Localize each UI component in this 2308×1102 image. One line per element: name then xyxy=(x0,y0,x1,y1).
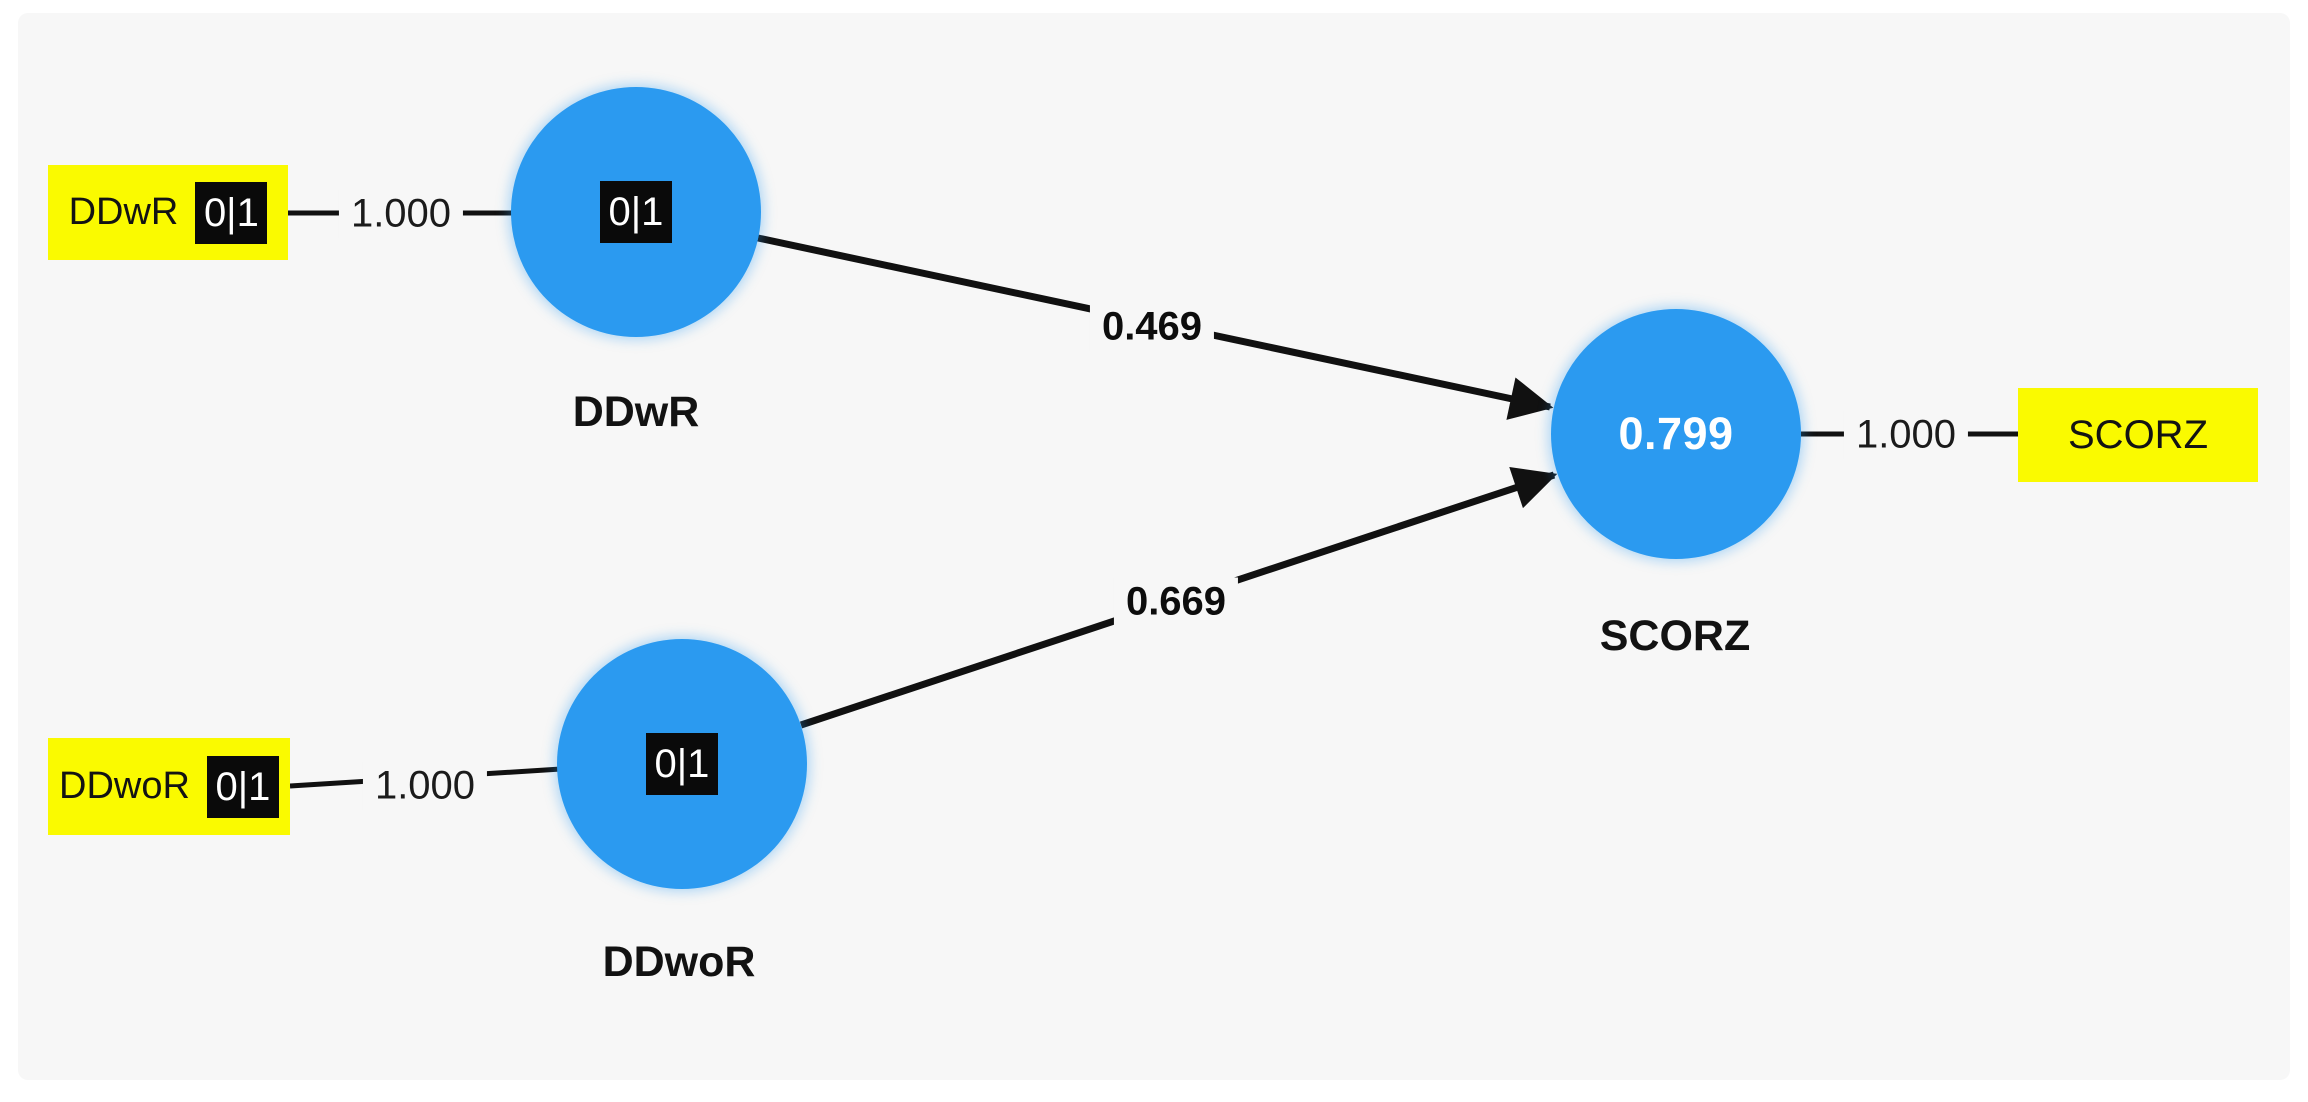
indicator-scorz-label: SCORZ xyxy=(2068,412,2208,457)
construct-ddwor-scale-chip: 0|1 xyxy=(646,733,718,795)
indicator-ddwr-scale-chip: 0|1 xyxy=(195,181,268,244)
loading-value-ddwor: 1.000 xyxy=(362,761,488,811)
indicator-ddwr[interactable]: DDwR 0|1 xyxy=(48,165,288,260)
indicator-scorz[interactable]: SCORZ xyxy=(2018,388,2258,482)
construct-ddwor[interactable]: 0|1 xyxy=(557,639,807,889)
construct-scorz[interactable]: 0.799 xyxy=(1551,309,1801,559)
path-coefficient-ddwor-scorz: 0.669 xyxy=(1113,577,1239,627)
construct-scorz-r2-value: 0.799 xyxy=(1618,408,1734,459)
loading-value-ddwr: 1.000 xyxy=(338,189,464,239)
indicator-ddwr-label: DDwR xyxy=(68,191,179,233)
construct-ddwr-scale-chip: 0|1 xyxy=(600,181,672,243)
construct-label-ddwor: DDwoR xyxy=(602,938,756,986)
indicator-ddwor-scale-chip: 0|1 xyxy=(206,755,279,818)
construct-label-ddwr: DDwR xyxy=(572,388,700,436)
indicator-ddwor-label: DDwoR xyxy=(59,765,190,807)
indicator-ddwor[interactable]: DDwoR 0|1 xyxy=(48,738,290,835)
loading-value-scorz: 1.000 xyxy=(1843,410,1969,460)
construct-label-scorz: SCORZ xyxy=(1599,612,1751,660)
path-coefficient-ddwr-scorz: 0.469 xyxy=(1089,302,1215,352)
construct-ddwr[interactable]: 0|1 xyxy=(511,87,761,337)
